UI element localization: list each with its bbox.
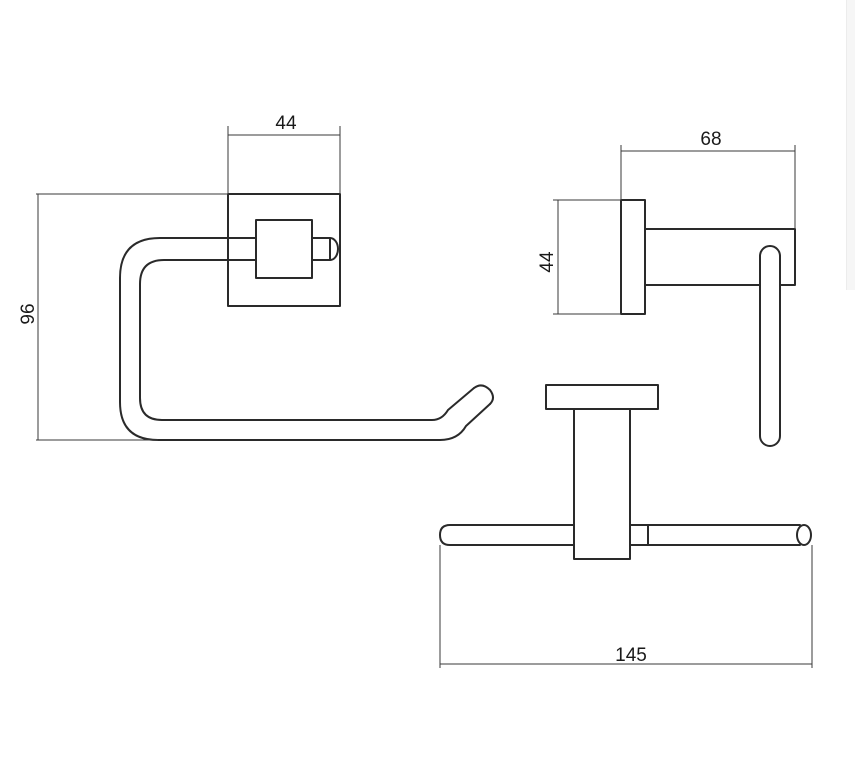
- front-mount-block: [255, 219, 313, 279]
- top-view: 145: [439, 384, 813, 668]
- top-length-label: 145: [615, 645, 647, 666]
- side-height-label: 44: [537, 251, 558, 273]
- front-wall-plate: [227, 193, 341, 307]
- side-arm: [644, 228, 796, 286]
- page-edge-strip: [846, 0, 855, 290]
- front-height-label: 96: [18, 303, 39, 324]
- front-view: 44 96: [18, 113, 494, 441]
- side-holder-bar: [759, 245, 781, 447]
- front-arm-inner: [139, 259, 475, 421]
- top-bar-left: [439, 524, 575, 546]
- side-wall-plate: [620, 199, 646, 315]
- front-arm-outer: [119, 237, 491, 441]
- front-bar-stub: [311, 237, 339, 261]
- top-arm: [573, 408, 631, 560]
- top-bar-right: [629, 524, 801, 546]
- side-depth-label: 68: [700, 129, 721, 150]
- top-wall-plate: [545, 384, 659, 410]
- side-view: 68 44: [537, 129, 796, 447]
- top-bar-end-cap: [796, 524, 812, 546]
- front-width-label: 44: [275, 113, 297, 134]
- front-arm-tip: [473, 384, 494, 405]
